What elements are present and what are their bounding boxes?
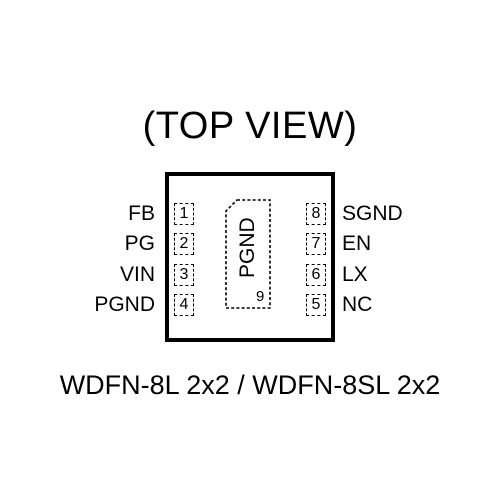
pin-2-pad: 2 bbox=[174, 233, 194, 255]
pin-3-pad: 3 bbox=[174, 264, 194, 286]
pin-4-pad: 4 bbox=[174, 294, 194, 316]
pin-8-label: SGND bbox=[342, 202, 403, 225]
pin-5-label: NC bbox=[342, 293, 373, 316]
pin-1-label: FB bbox=[128, 202, 155, 225]
pin-2-label: PG bbox=[124, 232, 155, 255]
exposed-pad-number: 9 bbox=[256, 288, 265, 305]
pin-3-label: VIN bbox=[119, 263, 155, 286]
pin-8-pad: 8 bbox=[306, 203, 326, 225]
pin-6-pad: 6 bbox=[306, 264, 326, 286]
exposed-pad-outline bbox=[225, 199, 271, 309]
pin-1-pad: 1 bbox=[174, 203, 194, 225]
package-name: WDFN-8L 2x2 / WDFN-8SL 2x2 bbox=[59, 370, 441, 400]
pin-7-pad: 7 bbox=[306, 233, 326, 255]
pin-7-label: EN bbox=[342, 232, 372, 255]
view-title: (TOP VIEW) bbox=[142, 105, 358, 147]
pin-4-label: PGND bbox=[94, 293, 155, 316]
exposed-pad-label: PGND bbox=[236, 217, 259, 278]
pin-6-label: LX bbox=[342, 263, 368, 286]
pin-5-pad: 5 bbox=[306, 294, 326, 316]
